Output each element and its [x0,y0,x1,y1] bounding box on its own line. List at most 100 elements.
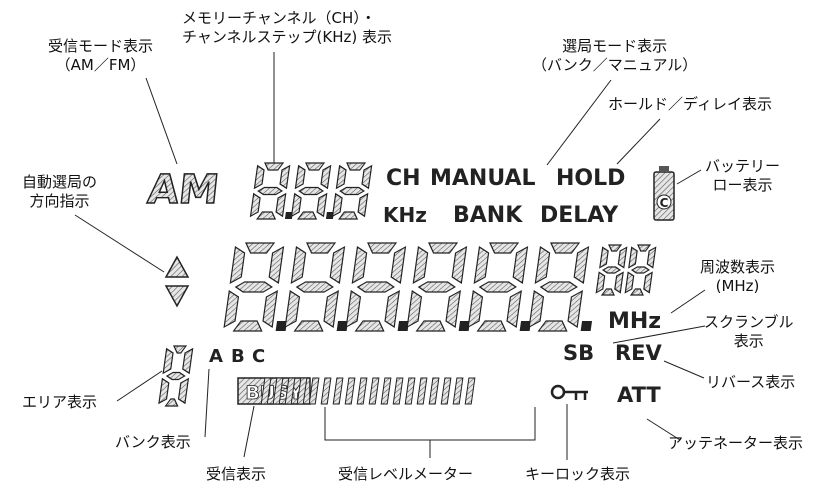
bank-b-label: B [231,346,245,367]
decimal-point [284,212,293,219]
ch-label: CH [386,166,421,191]
area-digit [158,345,194,407]
decimal-point [336,321,349,331]
segment-f [534,245,551,285]
segment-a [264,162,285,171]
segment-f [290,245,307,285]
leader-lines [74,52,706,460]
segment-g [630,266,651,274]
level-meter-bar [272,377,284,405]
segment-e [290,192,302,218]
segment-f [412,245,429,285]
segment-a [428,242,459,254]
level-meter-bar [416,377,428,405]
decimal-point [397,321,410,331]
segment-b [320,164,332,190]
scramble-sub: 表示 [733,332,764,350]
segment-b [361,164,373,190]
battery-low-sub: ロー表示 [712,176,773,194]
khz-label: KHz [383,203,427,227]
rev-label: REV [615,341,663,365]
bank-title: バンク表示 [115,433,191,451]
level-meter-bar [380,377,392,405]
segment-d [476,320,507,332]
lcd-digit [624,244,657,296]
segment-d [537,320,568,332]
hold-label: HOLD [556,166,625,191]
segment-d [415,320,446,332]
receive-mode-callout: 受信モード表示 （AM／FM） [48,37,153,75]
scan-mode-title: 選局モード表示 [562,37,668,55]
segment-a [637,244,652,252]
segment-f [253,164,265,190]
manual-label: MANUAL [430,166,536,191]
segment-g [478,281,517,293]
segment-c [384,289,401,329]
segment-g [165,371,186,381]
segment-f [628,246,638,269]
segment-c [357,192,369,218]
segment-a [550,242,581,254]
segment-a [305,162,326,171]
key-lock-title: キーロック表示 [525,465,631,483]
segment-b [451,245,468,285]
bank-c-label: C [252,346,265,367]
segment-b [279,164,291,190]
bank-callout: バンク表示 [115,433,191,452]
segment-c [567,289,584,329]
sb-label: SB [563,341,594,365]
am-mode-indicator: AM [145,166,222,213]
segment-c [506,289,523,329]
segment-g [234,281,273,293]
memory-channel-digits [249,162,373,220]
scan-direction-title: 自動選局の [22,173,98,191]
att-label: ATT [617,383,661,407]
segment-a [367,242,398,254]
level-meter-bar [284,377,296,405]
segment-e [158,377,170,405]
level-meter-bar [392,377,404,405]
memory-channel-sub: チャンネルステップ(KHz) 表示 [182,28,393,46]
segment-f [229,245,246,285]
frequency-small-digits [595,244,657,296]
memory-channel-title: メモリーチャンネル（CH）・ [182,9,376,27]
segment-g [601,266,622,274]
segment-c [643,271,653,294]
segment-a [245,242,276,254]
segment-d [337,211,359,220]
segment-e [467,289,484,329]
segment-e [249,192,261,218]
lcd-digit [158,345,194,407]
level-meter-bar [356,377,368,405]
segment-f [335,164,347,190]
receive-mode-title: 受信モード表示 [48,37,154,55]
segment-c [275,192,287,218]
segment-b [512,245,529,285]
battery-low-callout: バッテリー ロー表示 [705,157,780,195]
reverse-title: リバース表示 [706,373,796,391]
segment-c [323,289,340,329]
lcd-digit [331,162,373,220]
am-mode-text: AM [146,167,222,213]
segment-g [539,281,578,293]
battery-letter: C [660,196,669,210]
segment-f [351,245,368,285]
down-arrow-icon [164,285,190,308]
lcd-digit [249,162,293,220]
segment-e [284,289,301,329]
receive-mode-sub: （AM／FM） [55,56,146,74]
reverse-callout: リバース表示 [706,373,795,392]
decimal-point [325,212,334,219]
level-meter-bar [296,377,308,405]
receive-callout: 受信表示 [206,465,266,484]
segment-d [629,288,644,296]
scan-mode-callout: 選局モード表示 （バンク／マニュアル） [532,37,697,75]
key-lock-icon [550,384,588,400]
level-meter-bar [440,377,452,405]
decimal-point [458,321,471,331]
delay-label: DELAY [540,203,619,228]
segment-g [417,281,456,293]
segment-c [177,377,190,405]
segment-a [173,345,188,354]
